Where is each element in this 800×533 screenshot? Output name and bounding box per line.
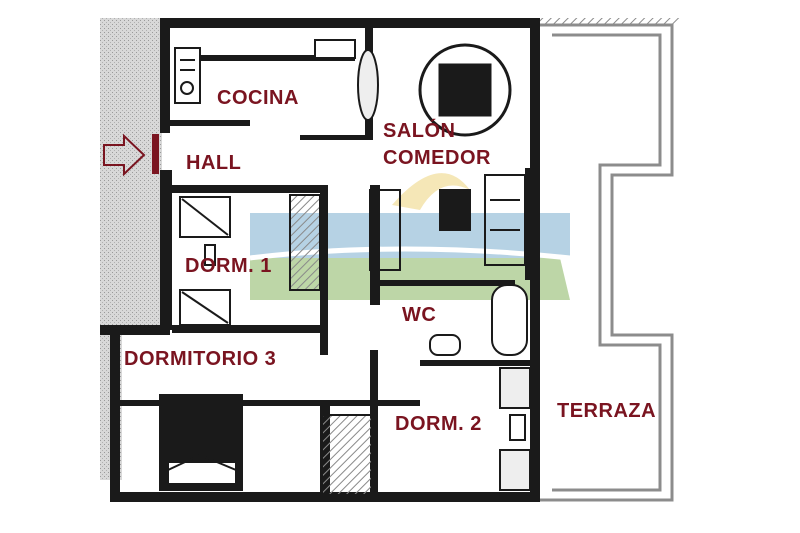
terrace-outline <box>540 23 674 502</box>
exterior-facade <box>100 18 162 328</box>
dorm1-wardrobes <box>179 194 321 326</box>
entrance-arrow-icon <box>103 133 159 177</box>
wc-fixtures <box>429 284 528 356</box>
room-label-cocina: COCINA <box>217 87 299 109</box>
room-label-dorm1: DORM. 1 <box>185 255 272 277</box>
dorm2-beds <box>321 367 531 496</box>
room-label-comedor: COMEDOR <box>383 147 491 169</box>
room-label-terraza: TERRAZA <box>557 400 657 422</box>
terrace-border-hatch <box>540 18 680 24</box>
room-label-hall: HALL <box>186 152 242 174</box>
room-label-salon: SALÓN <box>383 120 456 142</box>
living-sofa <box>369 174 526 271</box>
dining-table <box>418 43 512 137</box>
room-label-wc: WC <box>402 304 437 326</box>
dormitorio3-bed <box>159 394 243 491</box>
room-label-dormitorio3: DORMITORIO 3 <box>124 348 277 370</box>
room-label-dorm2: DORM. 2 <box>395 413 482 435</box>
kitchen-fixtures <box>174 39 379 121</box>
